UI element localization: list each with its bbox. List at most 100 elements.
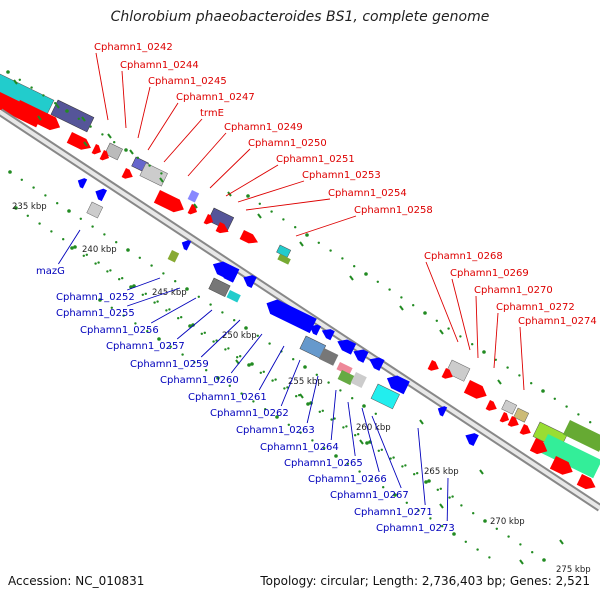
guide-dot (18, 78, 21, 82)
guide-dot (345, 425, 348, 428)
guide-dot (424, 480, 428, 484)
guide-dot (180, 316, 183, 319)
guide-dot (423, 311, 427, 315)
guide-dot (32, 186, 35, 189)
forward-gene-arrow (215, 222, 229, 234)
guide-dot (275, 415, 279, 419)
leader-line (451, 278, 471, 351)
reverse-gene-label: Cphamn1_0256 (80, 325, 159, 336)
cog-feature (276, 244, 292, 258)
forward-gene-arrow (519, 424, 531, 435)
reverse-strand-track (86, 201, 400, 410)
forward-gene-label: Cphamn1_0254 (328, 188, 407, 199)
reverse-gene-label: Cphamn1_0273 (376, 523, 455, 534)
ruler-tick (359, 439, 364, 445)
guide-dot (109, 269, 112, 272)
guide-dot (101, 133, 104, 136)
forward-gene-arrow (549, 456, 573, 475)
cog-feature (539, 433, 600, 479)
reverse-gene-arrow (181, 240, 192, 251)
accession-label: Accession: NC_010831 (8, 574, 145, 588)
leader-line (200, 319, 241, 358)
guide-dot (303, 365, 307, 369)
guide-dot (44, 194, 47, 197)
guide-dot (283, 387, 286, 390)
guide-dot (530, 382, 533, 385)
guide-dot (85, 253, 89, 256)
ruler-tick (81, 116, 86, 122)
leader-line (187, 132, 227, 177)
guide-dot (236, 356, 239, 359)
forward-gene-label: Cphamn1_0270 (474, 285, 553, 296)
guide-dot (56, 202, 59, 205)
reverse-gene-label: Cphamn1_0259 (130, 359, 209, 370)
guide-dot (541, 389, 545, 393)
reverse-gene-arrow (309, 324, 321, 336)
guide-dot (271, 379, 274, 382)
forward-gene-label: Cphamn1_0244 (120, 60, 199, 71)
guide-dot (282, 218, 285, 221)
leader-line (147, 102, 179, 151)
ruler-tick (159, 177, 164, 183)
forward-gene-label: Cphamn1_0250 (248, 138, 327, 149)
guide-dot (472, 512, 475, 515)
ruler-tick (193, 203, 198, 209)
guide-dot (270, 210, 273, 213)
forward-gene-arrow (507, 416, 519, 427)
ruler-tick (399, 305, 404, 311)
ruler-label: 255 kbp (288, 377, 323, 387)
guide-dot (519, 543, 522, 546)
leader-line (295, 215, 357, 237)
guide-dot (507, 535, 510, 538)
ruler-tick (299, 241, 304, 247)
guide-dot (14, 206, 18, 210)
guide-dot (258, 202, 261, 205)
guide-dot (405, 501, 408, 504)
guide-dot (518, 374, 521, 377)
leader-line (493, 312, 499, 369)
forward-gene-arrow (463, 380, 487, 399)
ruler-tick (419, 419, 424, 425)
guide-dot (448, 496, 451, 499)
ruler-label: 245 kbp (152, 288, 187, 298)
leader-line (306, 375, 319, 424)
ruler-tick (299, 393, 304, 399)
guide-dot (98, 298, 102, 302)
guide-dot (227, 347, 230, 350)
guide-dot (542, 558, 546, 562)
guide-dot (42, 94, 45, 97)
guide-dot (370, 478, 373, 481)
guide-dot (321, 409, 324, 412)
guide-dot (193, 361, 196, 364)
leader-line (258, 345, 285, 391)
guide-dot (531, 551, 534, 554)
guide-dot (483, 519, 487, 523)
guide-dot (295, 395, 298, 398)
guide-dot (244, 326, 248, 330)
guide-dot (256, 334, 259, 337)
guide-dot (315, 373, 318, 376)
ruler-tick (559, 539, 564, 545)
leader-line (237, 180, 305, 203)
guide-dot (577, 413, 580, 416)
ruler-tick (129, 149, 134, 155)
guide-dot (259, 371, 262, 374)
guide-dot (374, 412, 377, 415)
reverse-gene-arrow (266, 299, 317, 334)
guide-dot (333, 417, 336, 420)
ruler-tick (37, 115, 42, 121)
leader-line (121, 70, 127, 129)
reverse-gene-arrow (219, 267, 239, 283)
reverse-gene-arrow (386, 375, 410, 395)
guide-dot (429, 517, 432, 520)
guide-dot (126, 248, 130, 252)
guide-dot (113, 141, 116, 144)
guide-dot (294, 226, 297, 229)
leader-line (163, 118, 203, 163)
guide-dot (221, 311, 224, 314)
cog-feature (50, 99, 95, 133)
forward-gene-arrow (121, 168, 133, 179)
guide-dot (77, 117, 81, 121)
guide-dot (506, 366, 509, 369)
reverse-gene-arrow (369, 357, 385, 371)
